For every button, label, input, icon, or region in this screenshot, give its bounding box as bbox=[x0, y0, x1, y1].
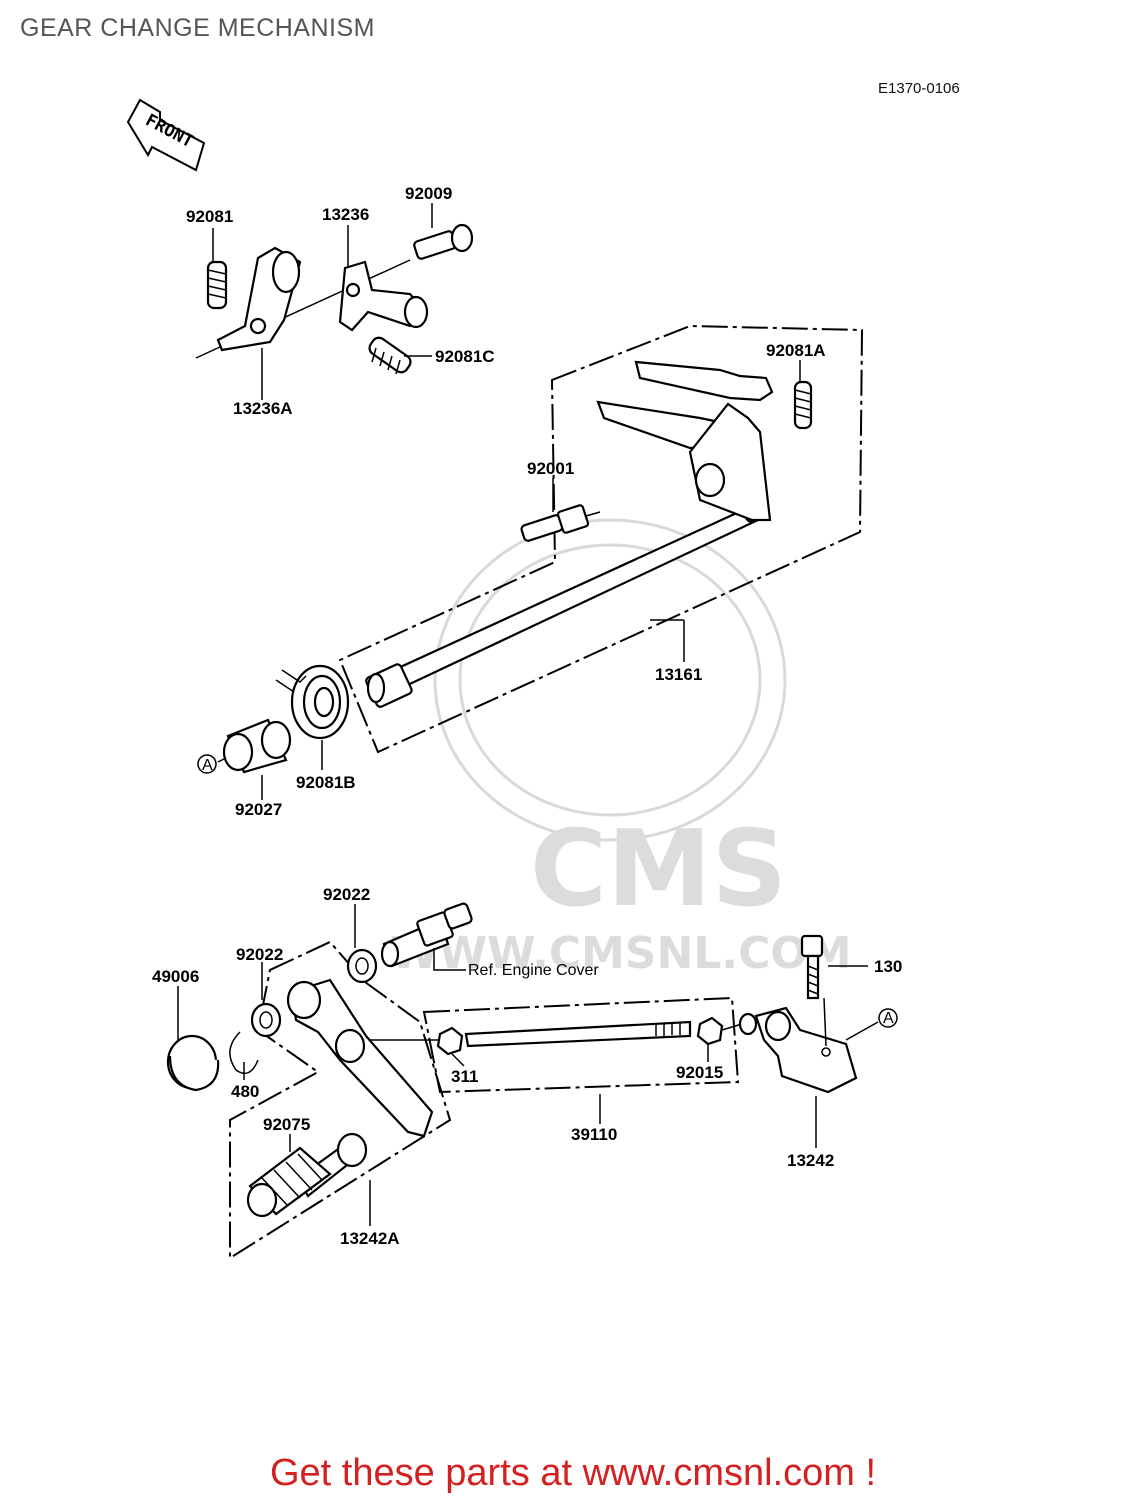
spring-92081-part bbox=[206, 260, 228, 310]
ref-a-circle-1 bbox=[197, 754, 217, 774]
label-92009: 92009 bbox=[405, 184, 452, 203]
spring-92081a-part bbox=[793, 380, 813, 430]
label-92081a: 92081A bbox=[766, 341, 826, 360]
label-92022-lower: 92022 bbox=[236, 945, 283, 964]
label-480: 480 bbox=[231, 1082, 259, 1101]
bolt-92001-part bbox=[520, 504, 601, 542]
ref-engine-cover-label: Ref. Engine Cover bbox=[468, 962, 599, 979]
washer-92022-upper-part bbox=[346, 948, 378, 984]
label-311: 311 bbox=[451, 1067, 478, 1086]
spring-92081b-part bbox=[275, 664, 350, 740]
promo-link-text[interactable]: Get these parts at www.cmsnl.com ! bbox=[269, 1452, 877, 1494]
rubber-92075-part bbox=[246, 1146, 332, 1218]
pivot-bolt-part bbox=[380, 902, 473, 968]
shift-plate-part bbox=[596, 360, 774, 522]
bolt-92009-part bbox=[413, 223, 474, 260]
label-13161: 13161 bbox=[655, 665, 702, 684]
label-39110: 39110 bbox=[571, 1125, 617, 1144]
label-92001: 92001 bbox=[527, 459, 574, 478]
watermark: CMS WWW.CMSNL.COM bbox=[390, 518, 852, 979]
cap-49006-part bbox=[166, 1034, 220, 1092]
label-92075: 92075 bbox=[263, 1115, 310, 1134]
ref-a-label-1: A bbox=[202, 757, 213, 774]
label-130: 130 bbox=[874, 957, 902, 976]
label-92081: 92081 bbox=[186, 207, 233, 226]
diagram-code: E1370-0106 bbox=[878, 80, 960, 97]
nut-311-part bbox=[436, 1026, 464, 1056]
front-arrow-icon: FRONT bbox=[126, 98, 206, 172]
spring-92081c-part bbox=[368, 336, 412, 375]
circlip-480-part bbox=[229, 1031, 259, 1075]
front-arrow-label: FRONT bbox=[142, 110, 197, 152]
label-92081c: 92081C bbox=[435, 347, 495, 366]
label-92015: 92015 bbox=[676, 1063, 723, 1082]
label-13242a: 13242A bbox=[340, 1229, 400, 1248]
bolt-130-part bbox=[800, 934, 824, 1000]
nut-92015-part bbox=[696, 1016, 724, 1046]
watermark-url: WWW.CMSNL.COM bbox=[390, 928, 852, 979]
label-13242: 13242 bbox=[787, 1151, 834, 1170]
arm-13236a-part bbox=[216, 246, 302, 352]
label-13236: 13236 bbox=[322, 205, 369, 224]
label-92027: 92027 bbox=[235, 800, 282, 819]
label-49006: 49006 bbox=[152, 967, 199, 986]
collar-92027-part bbox=[222, 718, 292, 774]
tie-rod-39110-part bbox=[464, 1020, 692, 1048]
washer-92022-lower-part bbox=[250, 1002, 282, 1038]
label-92081b: 92081B bbox=[296, 773, 356, 792]
page-title: GEAR CHANGE MECHANISM bbox=[20, 14, 375, 42]
arm-13236-part bbox=[338, 260, 429, 332]
label-92022-upper: 92022 bbox=[323, 885, 370, 904]
ref-a-circle-2 bbox=[878, 1008, 898, 1028]
label-13236a: 13236A bbox=[233, 399, 293, 418]
lever-13242-part bbox=[738, 1006, 858, 1094]
watermark-logo: CMS bbox=[530, 808, 787, 930]
ref-a-label-2: A bbox=[883, 1010, 894, 1027]
